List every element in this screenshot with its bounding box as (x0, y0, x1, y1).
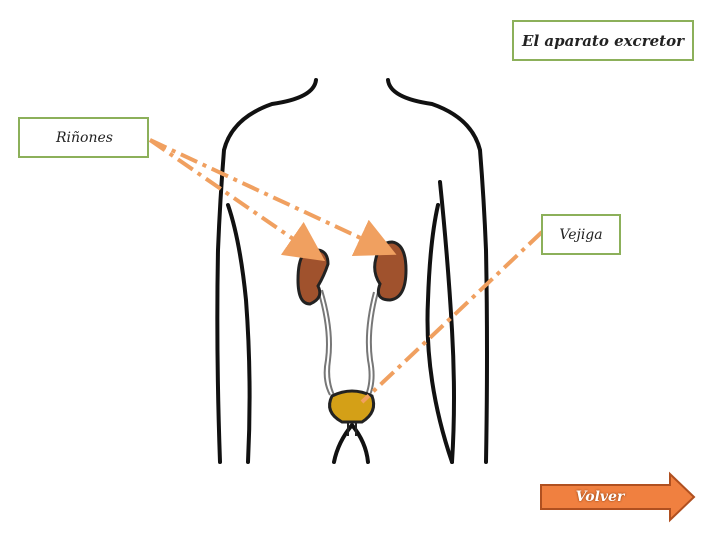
kidneys-arrow-left (148, 138, 326, 262)
right-arm-inner (438, 180, 456, 464)
urethra (347, 422, 357, 436)
kidneys-arrow-right (149, 138, 397, 257)
body-outline (215, 78, 489, 464)
ureters (317, 289, 379, 396)
bladder-arrow (360, 230, 544, 404)
left-shoulder-arm-outline (215, 78, 318, 464)
diagram-title: El aparato excretor (512, 20, 694, 61)
bladder-label: Vejiga (541, 214, 621, 255)
left-torso-inner (226, 203, 252, 464)
left-ureter (317, 289, 331, 396)
back-button-shape[interactable] (540, 471, 696, 523)
back-button[interactable]: Volver (575, 489, 625, 505)
right-shoulder-arm-outline (386, 78, 489, 464)
right-kidney (373, 240, 408, 302)
right-ureter (365, 291, 375, 396)
right-ureter-inner (369, 291, 379, 396)
right-torso-inner (425, 203, 454, 464)
left-ureter-inner (321, 289, 335, 396)
crotch-outline (332, 423, 370, 464)
left-kidney (296, 248, 330, 306)
kidneys-label: Riñones (18, 117, 149, 158)
